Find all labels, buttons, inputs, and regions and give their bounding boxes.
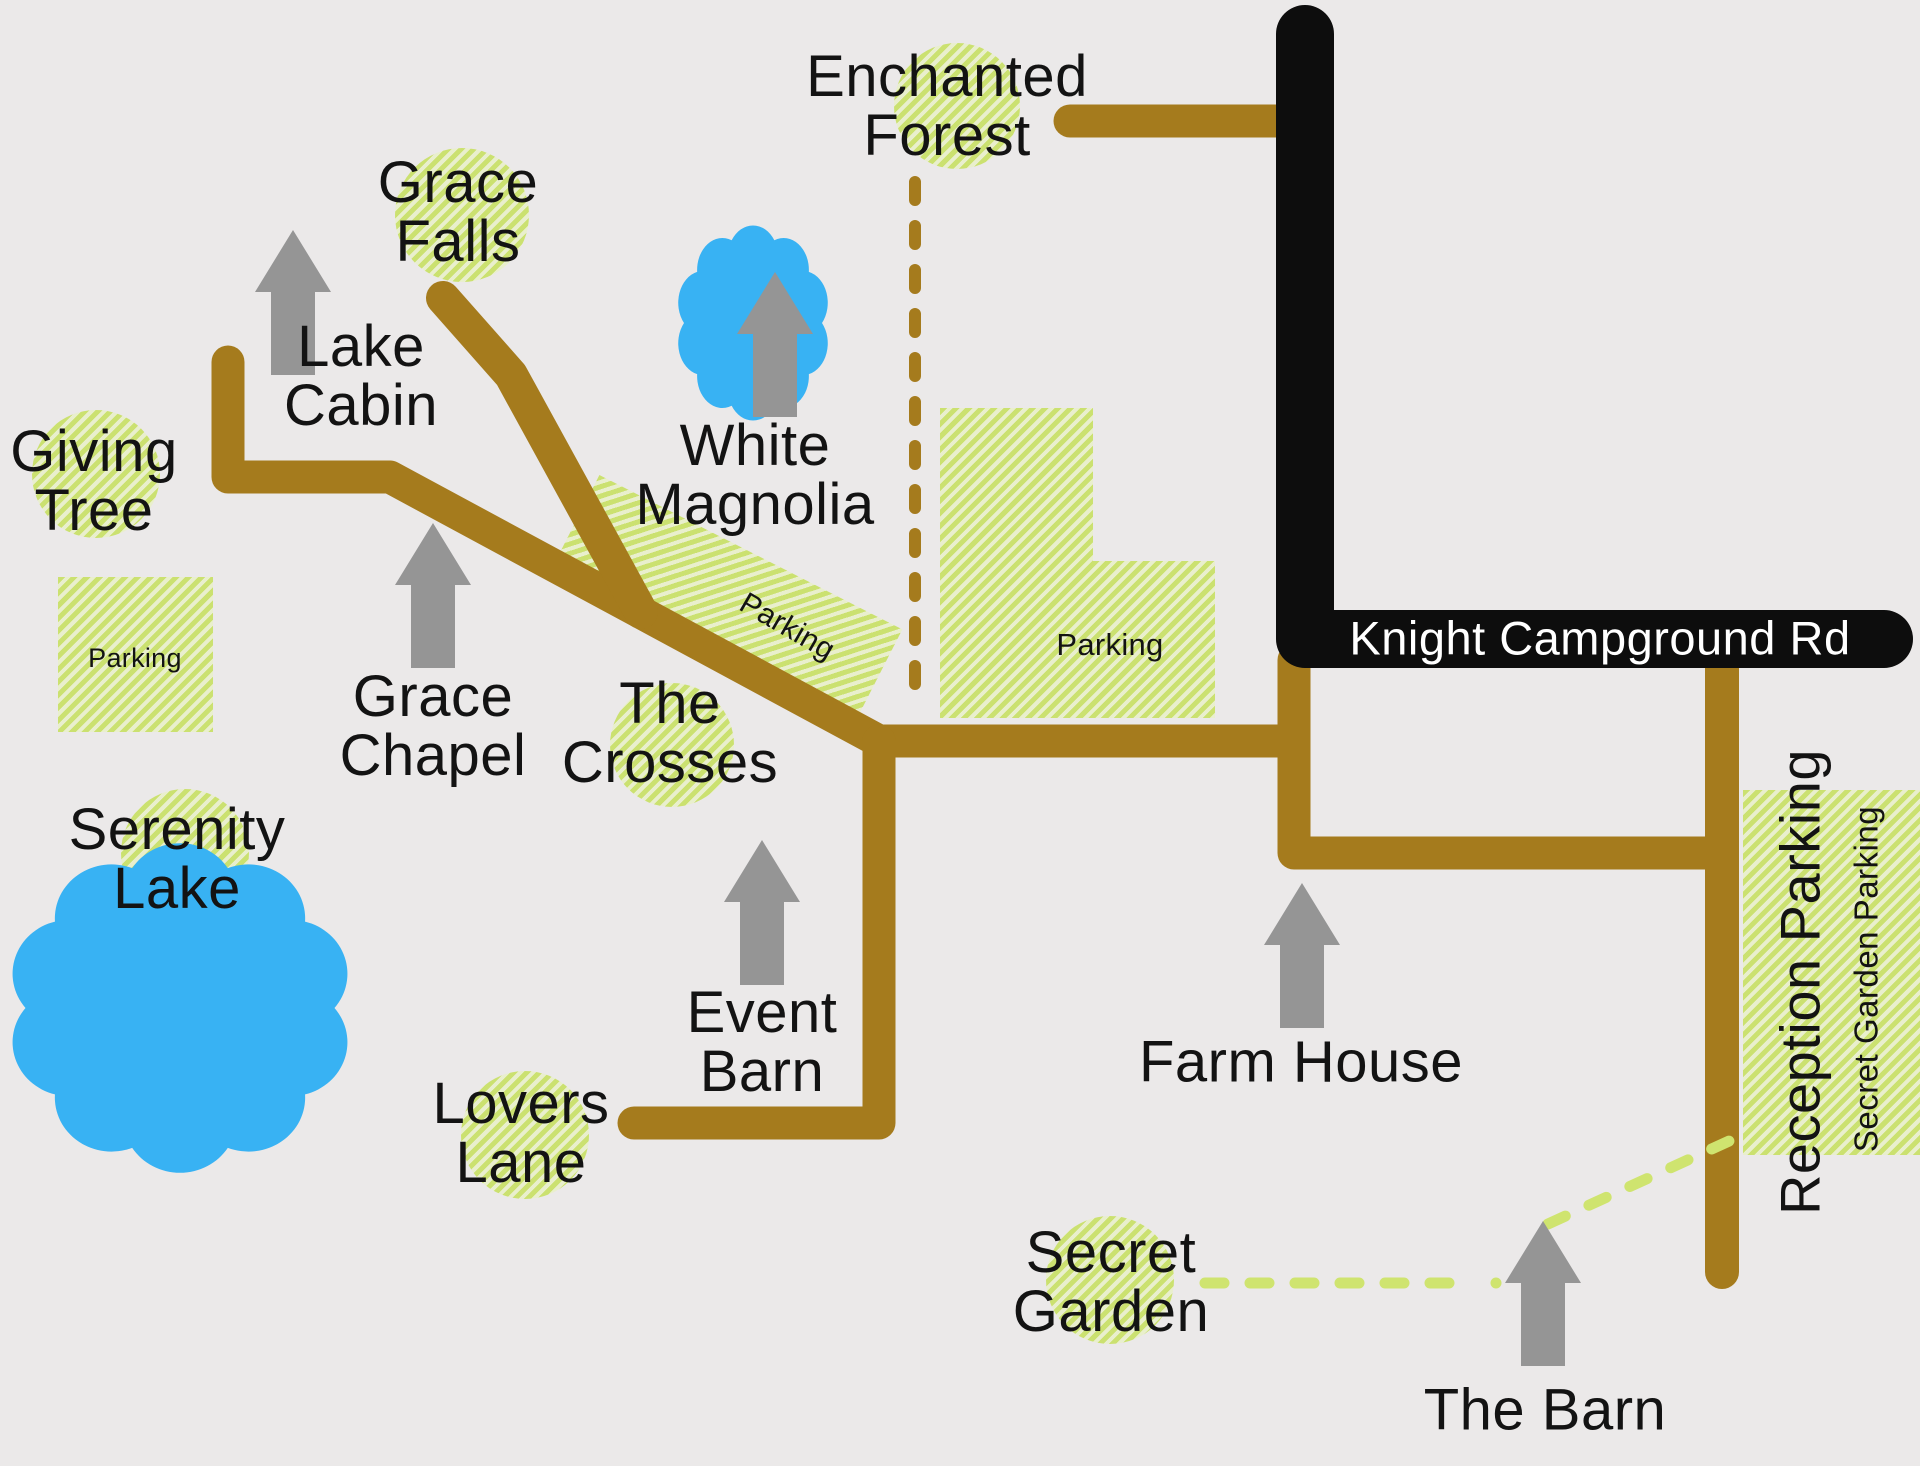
label-knight-campground-rd: Knight Campground Rd bbox=[1349, 611, 1851, 665]
parking-area-west bbox=[58, 577, 213, 732]
label-parking-central: Parking bbox=[1056, 627, 1164, 662]
trail-barn-to-parking bbox=[1542, 1130, 1746, 1230]
area-circle-lovers-lane bbox=[461, 1071, 589, 1199]
road-farm-house-loop bbox=[1277, 643, 1739, 870]
area-circle-grace-falls bbox=[395, 148, 529, 282]
road-lake-cabin-main bbox=[211, 345, 1311, 758]
area-circle-giving-tree bbox=[32, 410, 160, 538]
road-knight-campground bbox=[1276, 5, 1913, 668]
house-icon-event-barn bbox=[724, 840, 800, 985]
area-circle-the-crosses bbox=[610, 683, 734, 807]
label-secret-garden-parking: Secret Garden Parking bbox=[1847, 805, 1885, 1153]
house-icon-farm-house bbox=[1264, 883, 1340, 1028]
house-icon-grace-chapel bbox=[395, 523, 471, 668]
parking-area-reception bbox=[1743, 790, 1920, 1155]
area-circle-enchanted-forest bbox=[894, 43, 1020, 169]
area-circle-secret-garden bbox=[1046, 1216, 1174, 1344]
road-event-barn-lovers-lane bbox=[617, 724, 896, 1140]
label-reception-parking: Reception Parking bbox=[1768, 748, 1832, 1216]
label-farm-house: Farm House bbox=[1138, 1029, 1464, 1095]
label-the-barn: The Barn bbox=[1423, 1377, 1667, 1443]
label-parking-west: Parking bbox=[88, 643, 182, 673]
road-grace-falls-branch bbox=[426, 281, 658, 629]
trail-secret-garden-dot bbox=[1490, 1277, 1502, 1289]
house-icon-the-barn bbox=[1505, 1221, 1581, 1366]
